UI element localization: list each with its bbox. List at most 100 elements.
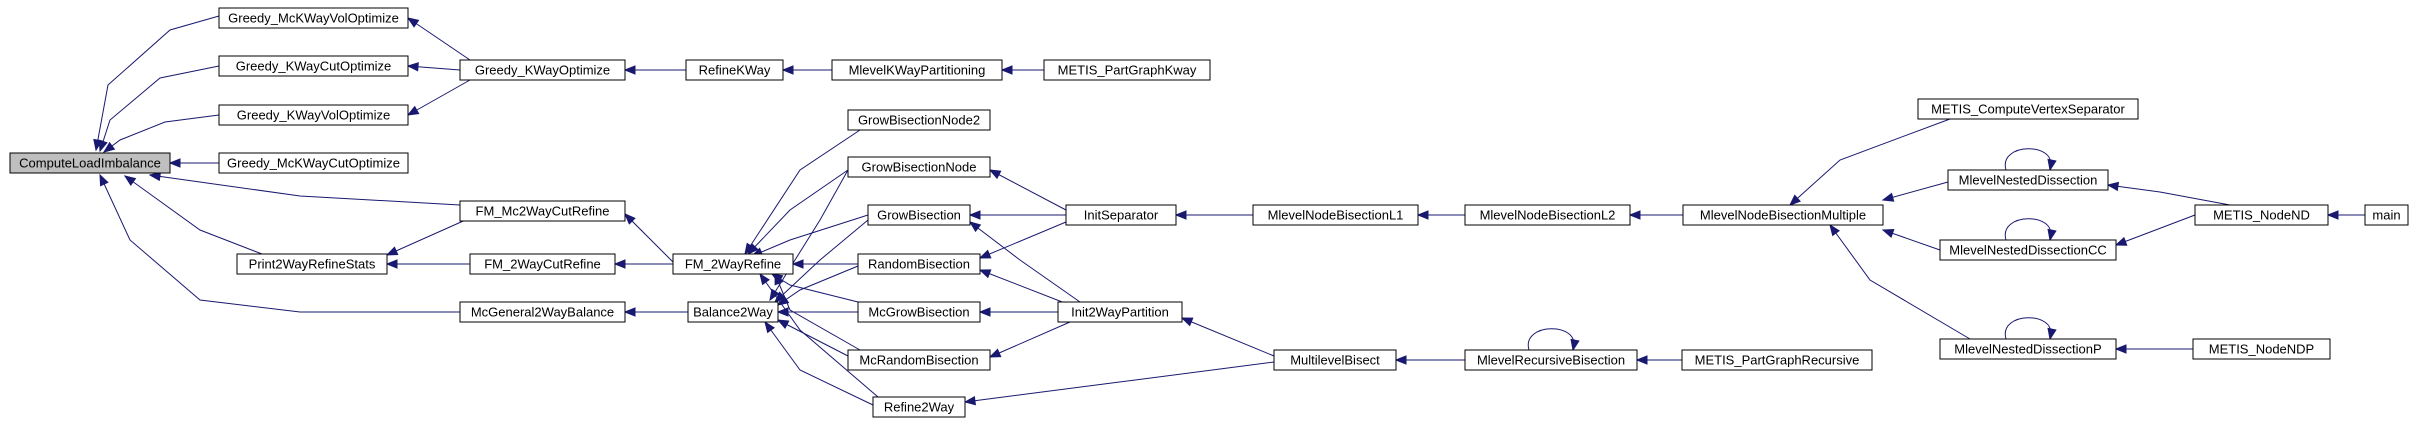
edge-mnd-recursive [2004, 148, 2057, 172]
node-greedy-kwayoptimize[interactable]: Greedy_KWayOptimize [459, 59, 626, 81]
node-metis-partgraphrecursive[interactable]: METIS_PartGraphRecursive [1681, 349, 1873, 371]
node-box [1939, 338, 2117, 360]
node-label: METIS_NodeND [2213, 208, 2310, 223]
node-label: GrowBisection [877, 208, 961, 223]
edge-gmkvol-to-cli [93, 15, 220, 152]
edge-mlbis-to-r2w [963, 361, 1275, 406]
node-growbisectionnode[interactable]: GrowBisectionNode [847, 156, 991, 178]
node-computeloadimbalance[interactable]: ComputeLoadImbalance [9, 152, 171, 174]
node-label: main [2372, 208, 2400, 223]
node-mlevelkwaypartitioning[interactable]: MlevelKWayPartitioning [831, 59, 1003, 81]
edge-mpgr-to-mrb [1635, 355, 1682, 365]
node-print2wayrefinestats[interactable]: Print2WayRefineStats [236, 253, 388, 275]
node-greedy-kwayvoloptimize[interactable]: Greedy_KWayVolOptimize [218, 104, 409, 126]
node-box [1065, 204, 1177, 226]
node-init2waypartition[interactable]: Init2WayPartition [1057, 301, 1183, 323]
node-box [857, 253, 981, 275]
node-box [218, 104, 409, 126]
node-label: GrowBisectionNode2 [858, 113, 980, 128]
node-label: Init2WayPartition [1071, 305, 1169, 320]
node-metis-nodend[interactable]: METIS_NodeND [2194, 204, 2329, 226]
node-label: METIS_NodeNDP [2209, 342, 2314, 357]
node-initseparator[interactable]: InitSeparator [1065, 204, 1177, 226]
node-mlevelnodebisectionl2[interactable]: MlevelNodeBisectionL2 [1464, 204, 1631, 226]
node-fm-2waycutrefine[interactable]: FM_2WayCutRefine [469, 253, 616, 275]
node-greedy-kwaycutoptimize[interactable]: Greedy_KWayCutOptimize [218, 55, 409, 77]
edge-mcvs-to-mnbm [1788, 118, 1951, 206]
node-label: Greedy_KWayVolOptimize [237, 108, 390, 123]
edge-mnnd-to-mnd [2106, 181, 2231, 206]
node-fm-2wayrefine[interactable]: FM_2WayRefine [672, 253, 794, 275]
edge-isep-to-gbn [988, 169, 1067, 211]
node-box [687, 301, 779, 323]
edge-fm2r-to-fm2c [613, 259, 673, 269]
node-box [2194, 204, 2329, 226]
node-mlevelnesteddissection[interactable]: MlevelNestedDissection [1947, 169, 2109, 191]
edge-mnbm-to-mnbl2 [1628, 210, 1683, 220]
node-mlevelrecursivebisection[interactable]: MlevelRecursiveBisection [1464, 349, 1638, 371]
edge-mrb-to-mlbis [1394, 355, 1465, 365]
edge-mndp-recursive [2004, 317, 2057, 341]
node-label: Greedy_McKWayVolOptimize [228, 11, 399, 26]
edge-p2rs-to-cli [123, 175, 263, 255]
node-box [218, 152, 409, 174]
node-greedy-mckwayvoloptimize[interactable]: Greedy_McKWayVolOptimize [218, 7, 409, 29]
node-box [9, 152, 171, 174]
edge-mcg2b-to-cli [99, 173, 460, 313]
edge-gmkcut-to-cli [168, 158, 219, 168]
node-metis-nodendp[interactable]: METIS_NodeNDP [2192, 338, 2331, 360]
node-box [847, 156, 991, 178]
edge-i2wp-to-gb [968, 221, 1081, 303]
node-label: MlevelNodeBisectionL2 [1480, 208, 1616, 223]
node-label: GrowBisectionNode [862, 160, 977, 175]
node-refinekway[interactable]: RefineKWay [685, 59, 784, 81]
node-multilevelbisect[interactable]: MultilevelBisect [1273, 349, 1397, 371]
node-box [1057, 301, 1183, 323]
node-label: McRandomBisection [859, 353, 978, 368]
node-randombisection[interactable]: RandomBisection [857, 253, 981, 275]
node-mcrandombisection[interactable]: McRandomBisection [847, 349, 991, 371]
node-main[interactable]: main [2364, 204, 2409, 226]
edge-gb-to-b2w [774, 219, 869, 303]
node-mlevelnesteddissectioncc[interactable]: MlevelNestedDissectionCC [1939, 239, 2117, 261]
node-label: MlevelNestedDissectionP [1954, 342, 2101, 357]
node-balance2way[interactable]: Balance2Way [687, 301, 779, 323]
node-box [685, 59, 784, 81]
node-mlevelnesteddissectionp[interactable]: MlevelNestedDissectionP [1939, 338, 2117, 360]
edge-isep-to-rb [978, 221, 1067, 259]
node-box [831, 59, 1003, 81]
node-label: ComputeLoadImbalance [19, 156, 161, 171]
node-box [236, 253, 388, 275]
edge-main-to-mnnd [2326, 210, 2365, 220]
node-box [1464, 349, 1638, 371]
node-mlevelnodebisectionmultiple[interactable]: MlevelNodeBisectionMultiple [1682, 204, 1884, 226]
node-label: FM_Mc2WayCutRefine [476, 204, 610, 219]
node-refine2way[interactable]: Refine2Way [872, 396, 966, 418]
node-growbisection[interactable]: GrowBisection [867, 204, 971, 226]
edge-b2w-to-mcg2b [623, 307, 688, 317]
node-fm-mc2waycutrefine[interactable]: FM_Mc2WayCutRefine [459, 200, 626, 222]
node-label: MultilevelBisect [1290, 353, 1380, 368]
node-label: MlevelKWayPartitioning [849, 63, 986, 78]
node-metis-computevertexseparator[interactable]: METIS_ComputeVertexSeparator [1917, 98, 2139, 120]
edge-r2w-to-fm2r [759, 272, 879, 398]
node-label: Balance2Way [693, 305, 773, 320]
node-box [218, 7, 409, 29]
node-mlevelnodebisectionl1[interactable]: MlevelNodeBisectionL1 [1252, 204, 1419, 226]
node-mcgeneral2waybalance[interactable]: McGeneral2WayBalance [459, 301, 626, 323]
node-mcgrowbisection[interactable]: McGrowBisection [857, 301, 981, 323]
edge-mnd-to-mnbm [1881, 181, 1949, 202]
node-box [867, 204, 971, 226]
node-box [857, 301, 981, 323]
node-growbisectionnode2[interactable]: GrowBisectionNode2 [847, 109, 991, 131]
node-metis-partgraphkway[interactable]: METIS_PartGraphKway [1043, 59, 1211, 81]
edge-mcrb-to-b2w [776, 319, 849, 357]
node-label: MlevelNodeBisectionMultiple [1700, 208, 1866, 223]
edge-gkcut-to-cli [98, 65, 220, 153]
node-greedy-mckwaycutoptimize[interactable]: Greedy_McKWayCutOptimize [218, 152, 409, 174]
node-label: Greedy_McKWayCutOptimize [227, 156, 400, 171]
node-box [1681, 349, 1873, 371]
node-box [1273, 349, 1397, 371]
node-label: MlevelNestedDissection [1959, 173, 2098, 188]
node-box [847, 109, 991, 131]
